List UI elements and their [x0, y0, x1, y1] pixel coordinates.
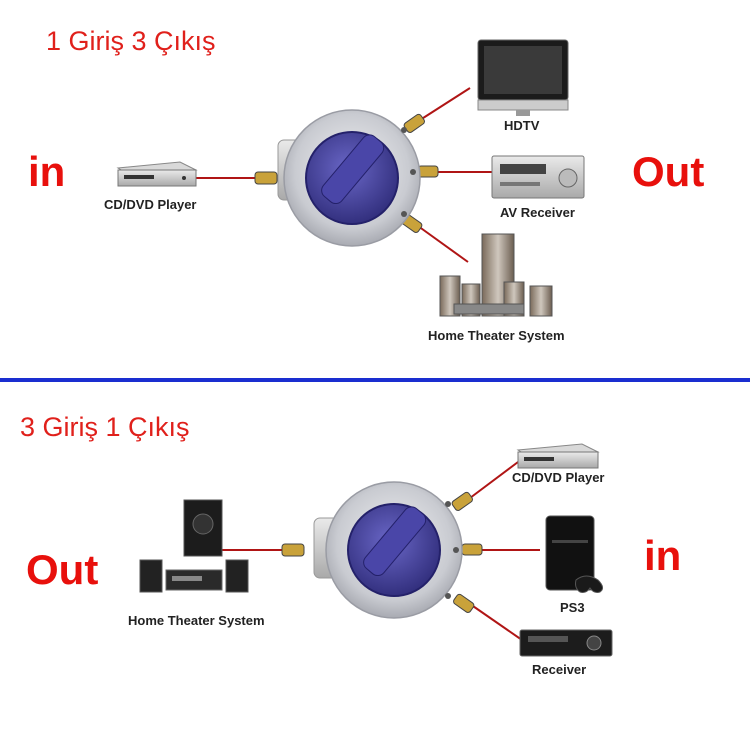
- top-heading: 1 Giriş 3 Çıkış: [46, 26, 216, 56]
- bottom-plugs: [281, 491, 483, 613]
- top-source-label: CD/DVD Player: [104, 197, 197, 212]
- bottom-cables: [222, 461, 540, 641]
- hdtv-device: [477, 39, 569, 116]
- av-receiver-device: [491, 155, 585, 199]
- bottom-in-label: in: [644, 532, 682, 579]
- bottom-switch-box: [313, 481, 463, 619]
- top-switch-box: [277, 109, 421, 247]
- bottom-dvd-device: [516, 443, 600, 469]
- bottom-heading: 3 Giriş 1 Çıkış: [20, 412, 190, 442]
- top-cables: [195, 87, 492, 263]
- top-dvd-device: [116, 161, 198, 187]
- section-divider: [0, 378, 750, 382]
- hdtv-label: HDTV: [504, 118, 540, 133]
- ps3-label: PS3: [560, 600, 585, 615]
- ps3-device: [545, 515, 604, 593]
- bottom-home-theater-device: [139, 499, 249, 593]
- bottom-out-label: Out: [26, 546, 99, 593]
- bottom-dvd-label: CD/DVD Player: [512, 470, 605, 485]
- top-home-theater-device: [439, 233, 553, 317]
- av-receiver-label: AV Receiver: [500, 205, 575, 220]
- top-home-theater-label: Home Theater System: [428, 328, 565, 343]
- bottom-receiver-label: Receiver: [532, 662, 587, 677]
- top-out-label: Out: [632, 148, 705, 195]
- bottom-receiver-device: [519, 629, 613, 657]
- bottom-home-theater-label: Home Theater System: [128, 613, 265, 628]
- top-in-label: in: [28, 148, 66, 195]
